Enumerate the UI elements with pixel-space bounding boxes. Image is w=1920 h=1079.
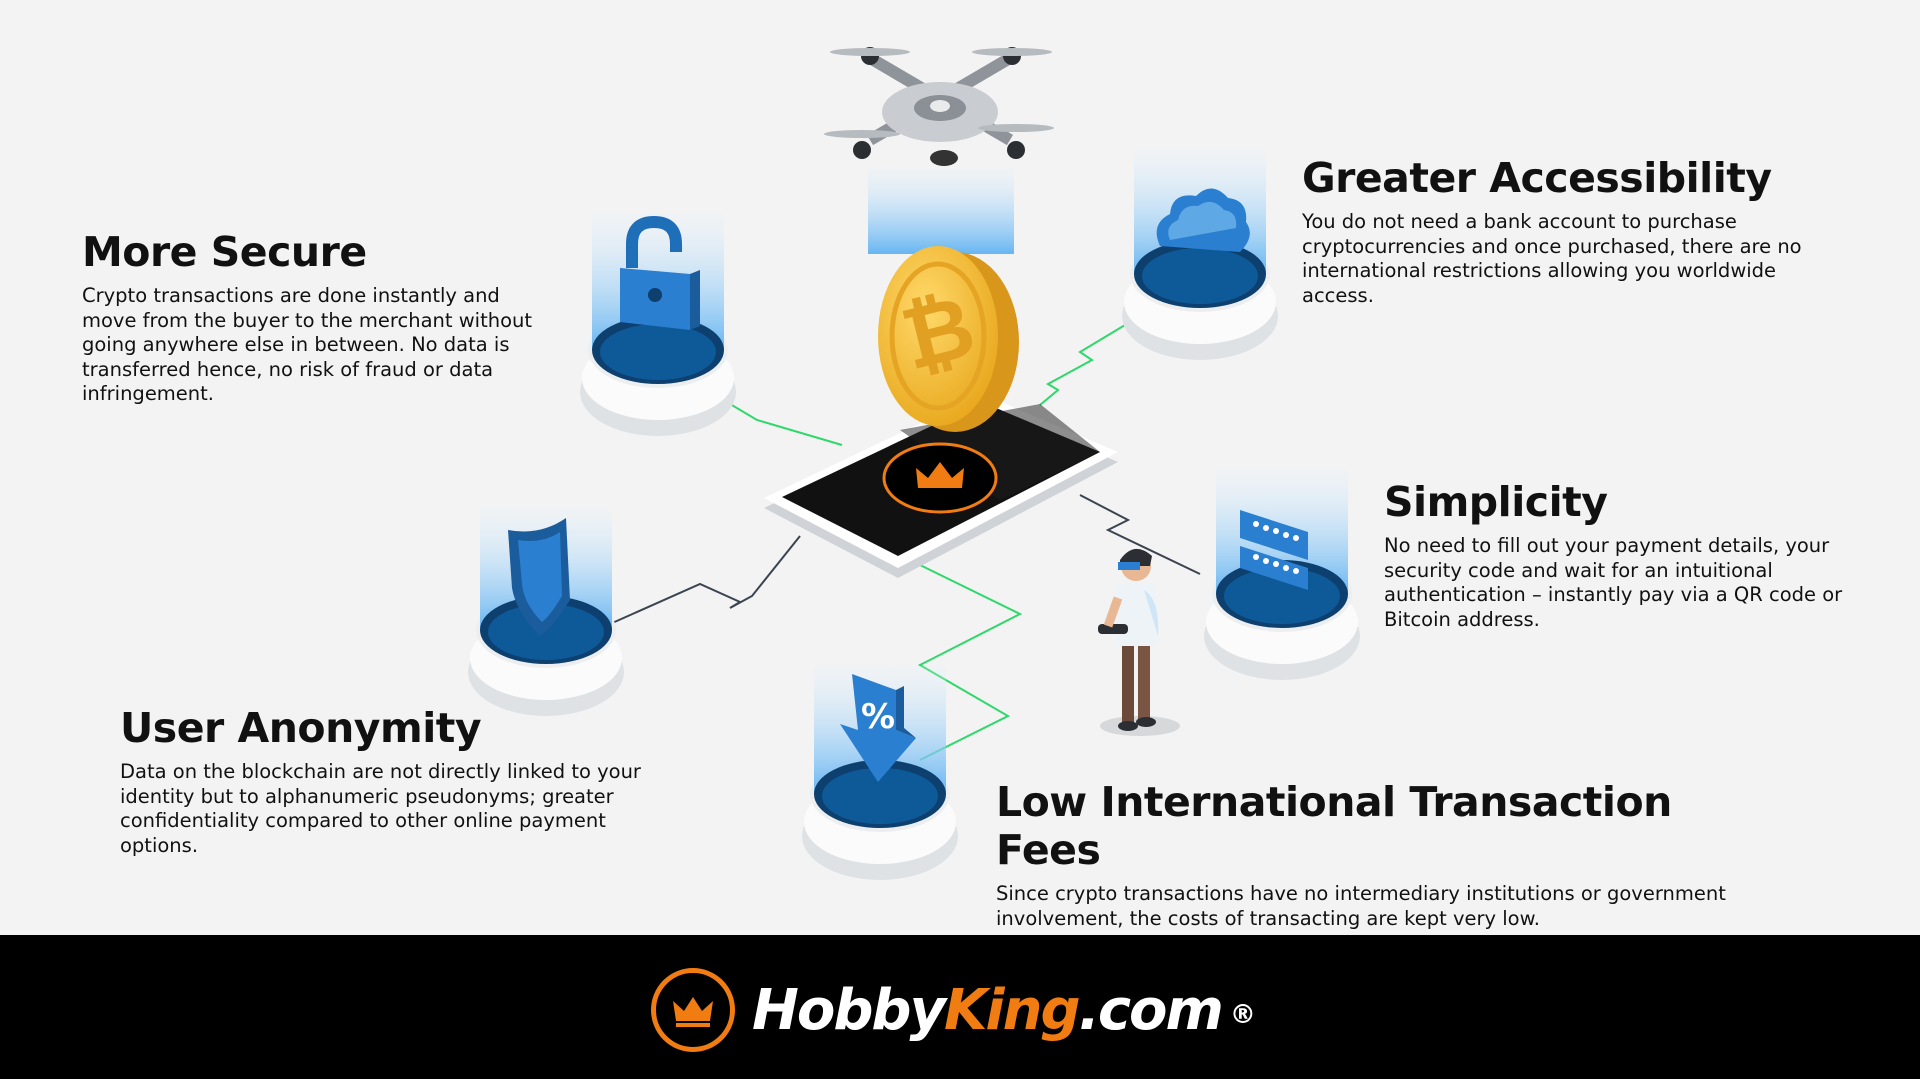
more-secure-title: More Secure <box>82 228 367 276</box>
brand-name-king: King <box>944 978 1081 1043</box>
brand-name-hobby: Hobby <box>752 978 946 1043</box>
greater-accessibility-block: Greater Accessibility You do not need a … <box>1302 154 1802 308</box>
simplicity-title: Simplicity <box>1384 478 1608 526</box>
crown-logo-icon[interactable] <box>651 968 735 1052</box>
cloud-pad <box>1122 150 1278 360</box>
cloud-icon <box>1156 188 1250 252</box>
server-icon <box>1240 510 1308 590</box>
brand-logo-text[interactable]: HobbyKing.com® <box>752 978 1256 1043</box>
svg-text:%: % <box>861 697 895 737</box>
greater-accessibility-title: Greater Accessibility <box>1302 154 1772 202</box>
low-fees-text: Since crypto transactions have no interm… <box>996 882 1726 930</box>
low-fees-title: Low International Transaction Fees <box>996 778 1672 874</box>
more-secure-block: More Secure Crypto transactions are done… <box>82 228 552 407</box>
connector-lines <box>609 324 1201 761</box>
user-anonymity-text: Data on the blockchain are not directly … <box>120 760 641 857</box>
infographic-stage: ₿ <box>82 47 1844 931</box>
person-icon <box>1098 548 1180 736</box>
drone-icon <box>824 47 1054 254</box>
registered-mark: ® <box>1229 1000 1256 1030</box>
user-anonymity-block: User Anonymity Data on the blockchain ar… <box>120 704 660 858</box>
percent-arrow-icon: % <box>840 674 916 782</box>
illustration: ₿ <box>468 47 1360 880</box>
crown-logo-icon <box>882 442 998 514</box>
brand-domain-suffix: .com <box>1078 978 1224 1043</box>
user-anonymity-title: User Anonymity <box>120 704 482 752</box>
shield-icon <box>508 518 570 636</box>
low-fees-block: Low International Transaction Fees Since… <box>996 778 1736 931</box>
padlock-pad <box>580 214 736 436</box>
more-secure-text: Crypto transactions are done instantly a… <box>82 284 533 405</box>
server-pad <box>1204 470 1360 680</box>
padlock-icon <box>620 215 700 330</box>
footer-bar <box>0 935 1920 1079</box>
shield-pad <box>468 508 624 716</box>
bitcoin-coin-icon: ₿ <box>878 246 1019 432</box>
simplicity-block: Simplicity No need to fill out your paym… <box>1384 478 1844 632</box>
greater-accessibility-text: You do not need a bank account to purcha… <box>1302 210 1802 307</box>
simplicity-text: No need to fill out your payment details… <box>1384 534 1843 631</box>
